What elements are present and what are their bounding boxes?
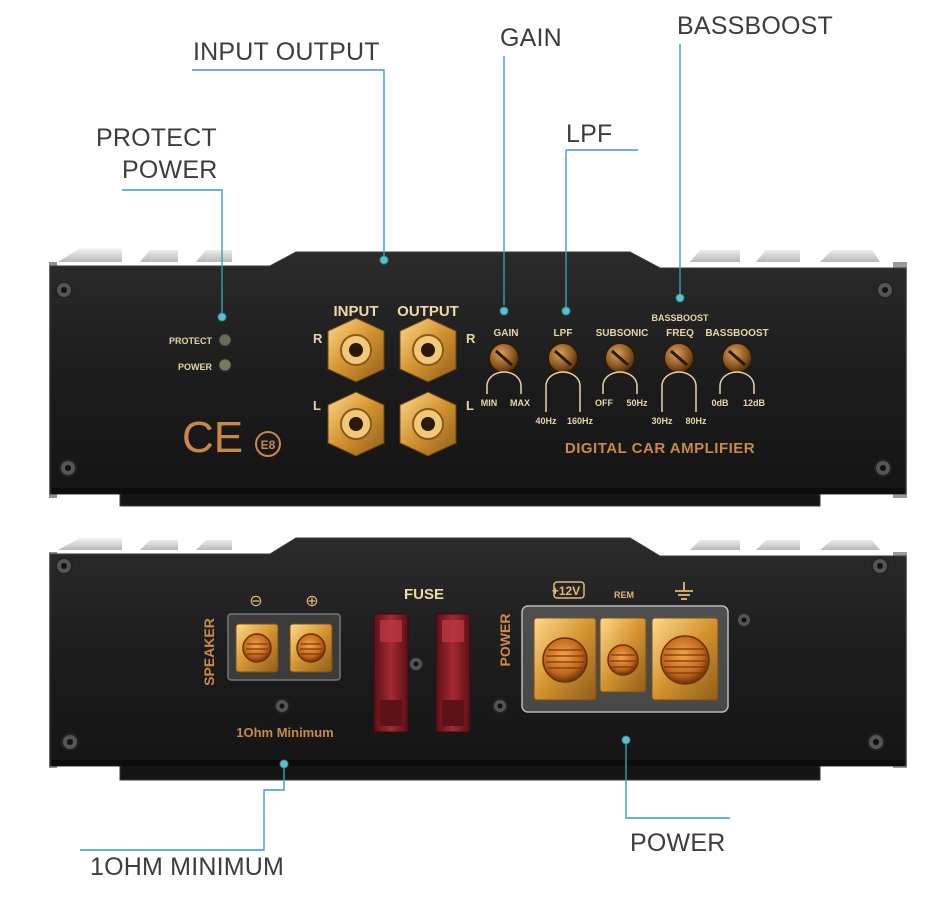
callout-gain: GAIN	[500, 24, 562, 52]
power-terminal-label: POWER	[497, 614, 513, 667]
freq-min: 30Hz	[651, 416, 673, 426]
led-power-indicator	[218, 358, 232, 372]
fuse-label: FUSE	[404, 586, 444, 603]
led-protect-indicator	[218, 333, 232, 347]
callout-leaders	[80, 44, 730, 851]
led-power-label: POWER	[178, 362, 213, 372]
callout-protect: PROTECT	[96, 124, 217, 152]
gain-max: MAX	[510, 398, 530, 408]
e-mark-circle	[255, 431, 281, 457]
callout-lpf: LPF	[566, 120, 613, 148]
rem-label: REM	[614, 590, 634, 600]
bassboost-header-label: BASSBOOST	[651, 313, 709, 323]
plus-symbol-icon: ⊕	[305, 593, 318, 610]
lpf-knob[interactable]	[547, 342, 579, 374]
power-terminal-ground[interactable]	[651, 617, 719, 701]
channel-r-right: R	[466, 331, 476, 346]
ce-mark: CE	[182, 413, 243, 462]
rca-jack[interactable]	[399, 391, 457, 457]
freq-knob[interactable]	[663, 342, 695, 374]
power-terminal-rem[interactable]	[599, 617, 647, 693]
channel-r-left: R	[313, 331, 323, 346]
bassboost-control-label: BASSBOOST	[705, 328, 768, 339]
rear-amplifier: SPEAKER ⊖ ⊕ 1Ohm Minimum FUSE POWER	[49, 537, 907, 781]
callout-one-ohm-minimum: 1OHM MINIMUM	[90, 853, 285, 881]
lpf-min: 40Hz	[535, 416, 557, 426]
freq-control-label: FREQ	[666, 328, 694, 339]
led-protect-label: PROTECT	[169, 336, 213, 346]
rca-jack[interactable]	[327, 317, 385, 383]
minus-symbol-icon: ⊖	[249, 593, 262, 610]
callout-dots	[217, 255, 685, 769]
gain-min: MIN	[481, 398, 498, 408]
lpf-max: 160Hz	[567, 416, 594, 426]
bassboost-min: 0dB	[711, 398, 729, 408]
speaker-terminal-negative[interactable]	[235, 623, 279, 673]
gain-control-label: GAIN	[494, 328, 519, 339]
subsonic-knob[interactable]	[604, 342, 636, 374]
speaker-terminal-positive[interactable]	[289, 623, 333, 673]
callout-power: POWER	[630, 829, 726, 857]
product-name: DIGITAL CAR AMPLIFIER	[565, 440, 755, 457]
range-arc	[486, 371, 755, 412]
output-label: OUTPUT	[397, 303, 459, 320]
subsonic-control-label: SUBSONIC	[596, 328, 649, 339]
ground-icon	[675, 582, 693, 600]
speaker-label: SPEAKER	[201, 618, 217, 686]
lpf-control-label: LPF	[554, 328, 573, 339]
subsonic-min: OFF	[595, 398, 613, 408]
input-label: INPUT	[334, 303, 379, 320]
bassboost-knob[interactable]	[721, 342, 753, 374]
callout-bassboost: BASSBOOST	[677, 12, 834, 40]
minimum-label: 1Ohm Minimum	[236, 725, 334, 740]
power-terminal-12v[interactable]	[533, 617, 597, 701]
subsonic-max: 50Hz	[626, 398, 648, 408]
callout-power-led: POWER	[122, 156, 218, 184]
front-amplifier: PROTECT POWER CE E8 INPUT OUTPUT R R L L	[49, 248, 907, 507]
channel-l-left: L	[313, 398, 321, 413]
rca-jack[interactable]	[399, 317, 457, 383]
fuse[interactable]	[373, 613, 409, 733]
bassboost-max: 12dB	[743, 398, 766, 408]
screw-icon	[55, 557, 889, 751]
gain-knob[interactable]	[488, 342, 520, 374]
plus-12v-label: +12V	[552, 584, 580, 598]
e-mark: E8	[261, 438, 276, 452]
12v-badge	[553, 581, 585, 599]
screw-icon	[55, 281, 894, 477]
freq-max: 80Hz	[685, 416, 707, 426]
channel-l-right: L	[466, 398, 474, 413]
fuse[interactable]	[435, 613, 471, 733]
callout-input-output: INPUT OUTPUT	[193, 38, 380, 66]
rca-jack[interactable]	[327, 391, 385, 457]
